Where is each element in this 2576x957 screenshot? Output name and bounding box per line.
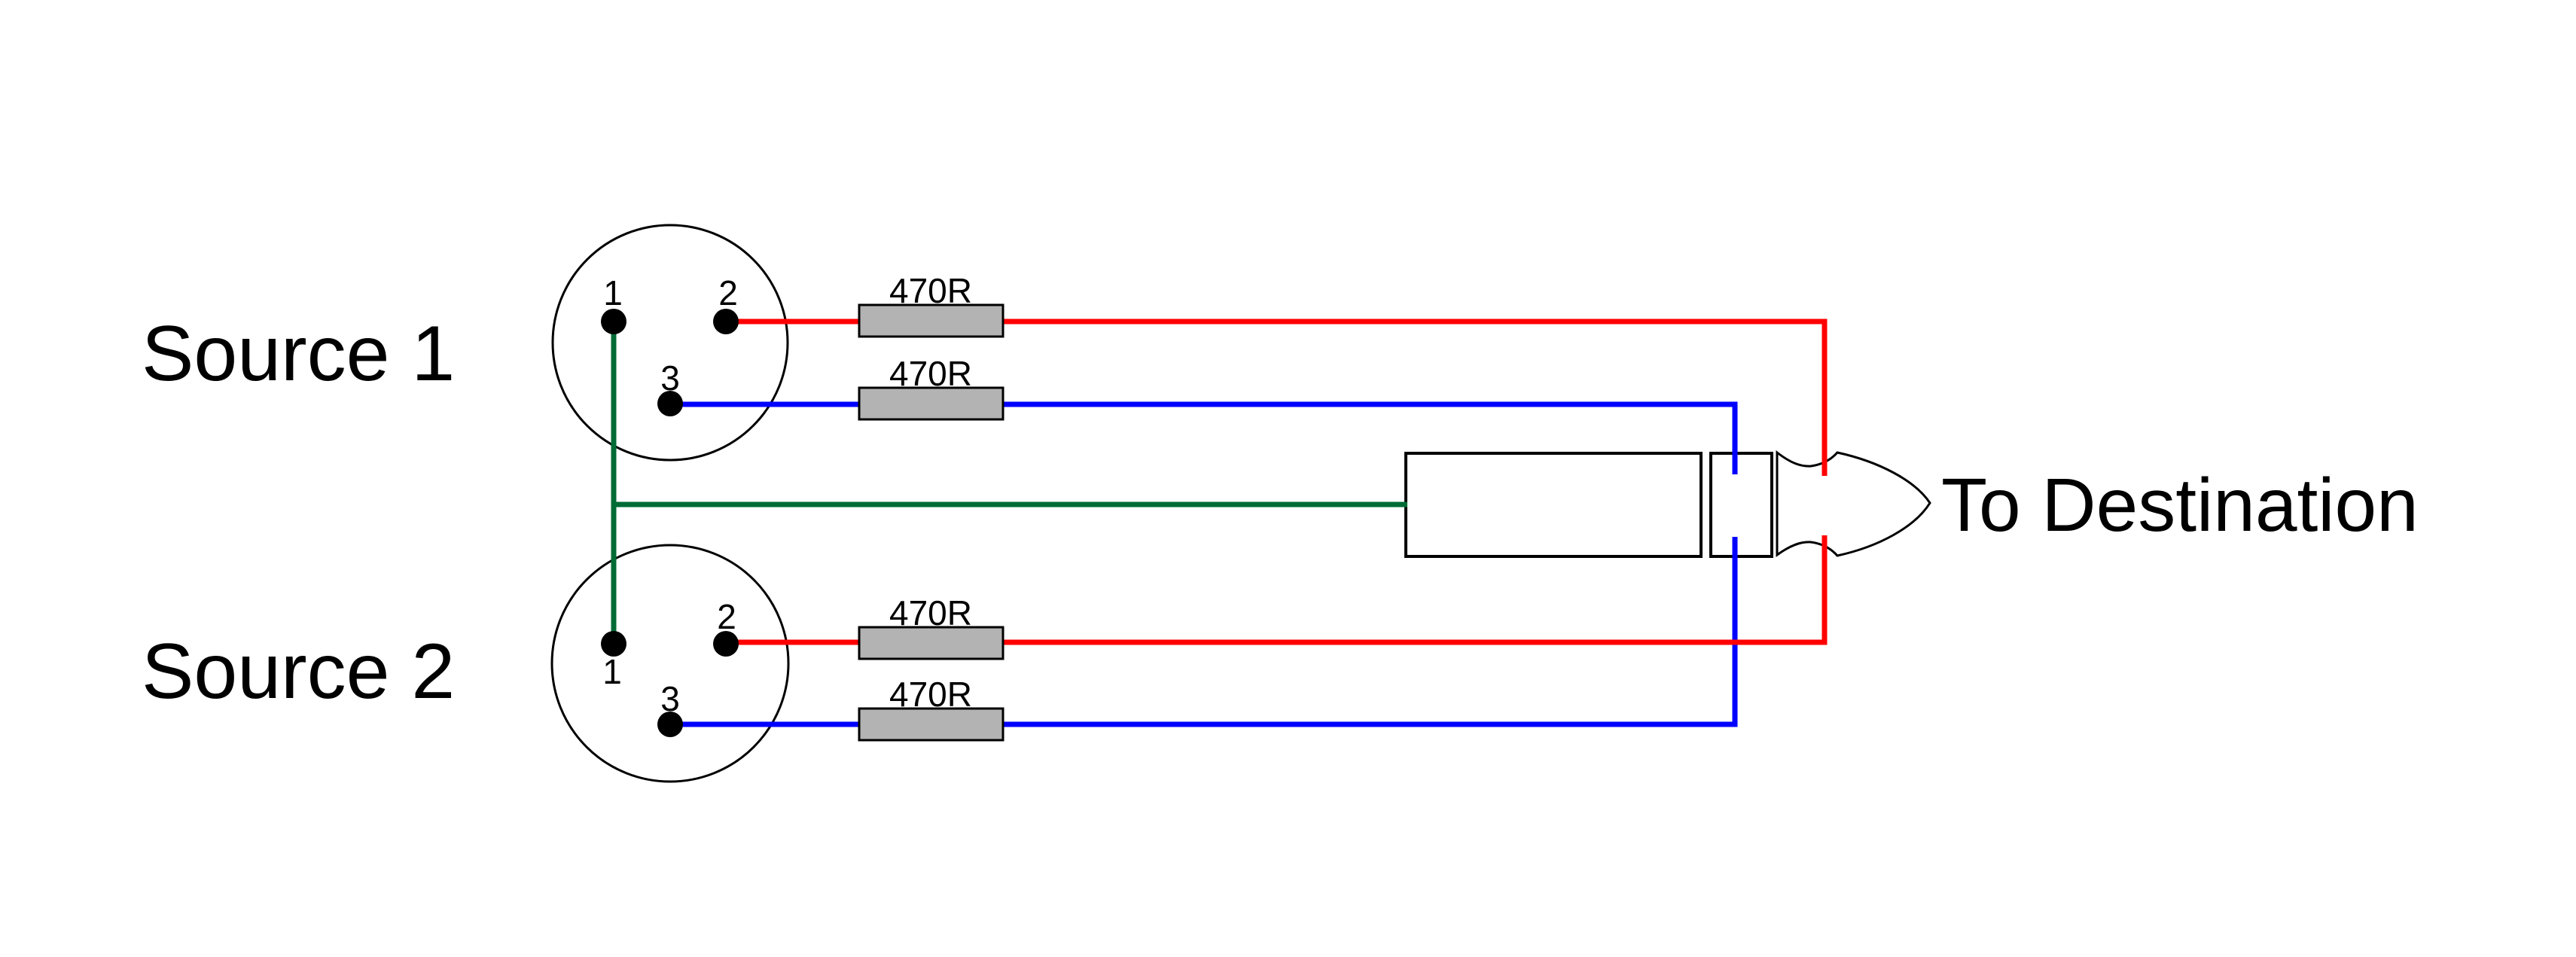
pin-1-label-source-1: 1 [603,273,623,312]
trs-plug-tip [1776,450,1931,557]
pin-2-label-source-1: 2 [718,273,738,312]
resistor-value-label: 470R [889,593,972,632]
to-destination-label: To Destination [1941,463,2419,547]
pin-1-source-1 [601,309,626,334]
wire-hot-source-1 [726,318,1828,476]
pin-2-source-2 [713,631,739,657]
wire-cold-source-1 [670,401,1738,474]
pin-1-label-source-2: 1 [602,652,622,691]
xlr-connector-source-1 [551,224,789,462]
pin-3-source-2 [657,712,683,737]
pin-1-source-2 [601,631,626,657]
wire-cold-source-2 [670,537,1738,727]
pin-2-label-source-2: 2 [717,597,736,636]
resistor-source-2-hot: 470R [858,593,1004,660]
resistor-value-label: 470R [889,354,972,393]
resistor-value-label: 470R [889,675,972,714]
source-1-label: Source 1 [142,310,455,398]
trs-plug-ring [1709,452,1773,558]
source-2-label: Source 2 [142,628,455,715]
pin-2-source-1 [713,309,739,334]
wire-hot-source-2 [726,535,1828,645]
pin-3-source-1 [657,391,683,416]
resistor-source-1-cold: 470R [858,354,1004,421]
resistor-source-2-cold: 470R [858,675,1004,742]
pin-3-label-source-2: 3 [660,679,680,718]
resistor-source-1-hot: 470R [858,271,1004,338]
resistor-value-label: 470R [889,271,972,310]
trs-plug-sleeve [1404,452,1703,558]
pin-3-label-source-1: 3 [660,358,680,398]
xlr-connector-source-2 [550,544,790,783]
